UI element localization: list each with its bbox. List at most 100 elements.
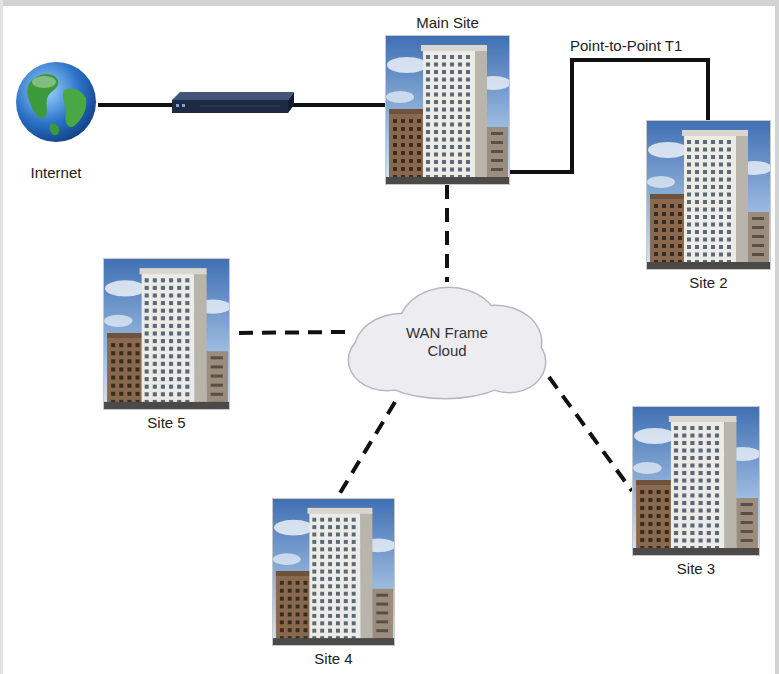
window — [393, 159, 397, 163]
window — [303, 620, 307, 624]
window — [719, 170, 723, 174]
window — [145, 369, 149, 373]
sky-cloud — [633, 462, 662, 474]
window — [111, 367, 115, 371]
window — [699, 531, 703, 535]
window — [719, 230, 723, 234]
window — [344, 614, 348, 618]
window — [711, 245, 715, 249]
window — [458, 168, 462, 172]
window — [703, 193, 707, 197]
window — [177, 316, 181, 320]
window — [674, 524, 678, 528]
window — [695, 140, 699, 144]
frame-band — [0, 0, 3, 674]
window — [153, 286, 157, 290]
low-building — [276, 575, 311, 646]
tower-cornice — [140, 268, 207, 274]
window — [169, 385, 173, 389]
window — [161, 362, 165, 366]
window — [715, 524, 719, 528]
window — [185, 293, 189, 297]
window — [185, 362, 189, 366]
tower-side — [724, 420, 736, 556]
window — [466, 93, 470, 97]
window — [695, 208, 699, 212]
window — [727, 140, 731, 144]
window — [640, 506, 644, 510]
window — [328, 555, 332, 559]
window — [185, 286, 189, 290]
window — [393, 143, 397, 147]
window — [442, 85, 446, 89]
window — [417, 159, 421, 163]
window — [211, 375, 223, 378]
window — [674, 531, 678, 535]
window — [185, 301, 189, 305]
window — [442, 130, 446, 134]
window — [336, 547, 340, 551]
window — [312, 592, 316, 596]
window — [711, 178, 715, 182]
window — [434, 108, 438, 112]
window — [426, 100, 430, 104]
tower-side — [361, 512, 373, 646]
window — [153, 331, 157, 335]
window — [336, 629, 340, 633]
frame-relay-link — [230, 332, 345, 333]
window — [177, 309, 181, 313]
window — [417, 167, 421, 171]
window — [678, 204, 682, 208]
window — [352, 599, 356, 603]
window — [136, 343, 140, 347]
window — [699, 434, 703, 438]
window — [665, 538, 669, 542]
window — [288, 589, 292, 593]
window — [715, 531, 719, 535]
window — [352, 518, 356, 522]
window — [161, 331, 165, 335]
window — [695, 178, 699, 182]
window — [409, 119, 413, 123]
sky-cloud — [104, 315, 132, 327]
window — [312, 584, 316, 588]
window — [119, 359, 123, 363]
window — [727, 200, 731, 204]
window — [153, 339, 157, 343]
window — [426, 145, 430, 149]
window — [699, 464, 703, 468]
window — [336, 592, 340, 596]
window — [177, 362, 181, 366]
window — [678, 220, 682, 224]
window — [687, 163, 691, 167]
window — [703, 170, 707, 174]
window — [707, 516, 711, 520]
window — [687, 178, 691, 182]
window — [491, 132, 503, 135]
window — [670, 212, 674, 216]
window — [674, 509, 678, 513]
window — [707, 441, 711, 445]
window — [280, 612, 284, 616]
window — [352, 525, 356, 529]
tower-side — [736, 134, 748, 270]
window — [687, 208, 691, 212]
window — [450, 55, 454, 59]
window — [280, 628, 284, 632]
window — [665, 530, 669, 534]
router-led — [176, 104, 179, 107]
window — [336, 577, 340, 581]
window — [303, 581, 307, 585]
window — [185, 278, 189, 282]
window — [727, 238, 731, 242]
building-picture — [103, 258, 230, 410]
window — [296, 597, 300, 601]
window — [185, 392, 189, 396]
window — [687, 245, 691, 249]
window — [288, 620, 292, 624]
window — [169, 278, 173, 282]
window — [127, 384, 131, 388]
window — [466, 138, 470, 142]
window — [707, 494, 711, 498]
window — [450, 108, 454, 112]
